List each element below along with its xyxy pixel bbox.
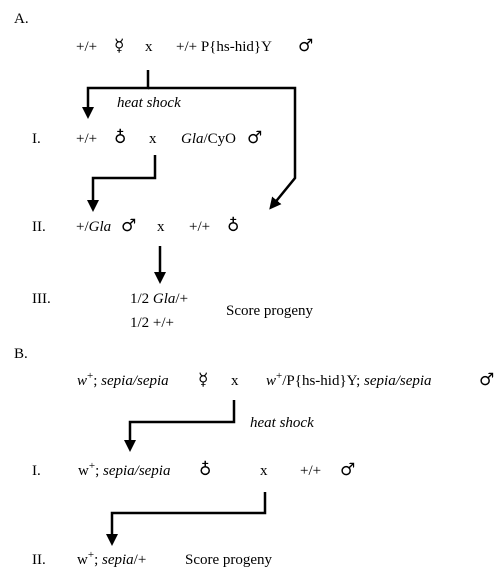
row-b-ii-label: II. — [32, 552, 46, 568]
w-allele: w — [77, 373, 88, 389]
score-progeny-a: Score progeny — [226, 303, 314, 319]
male-symbol-icon: ♂ — [121, 216, 137, 236]
row-a-i-x: x — [149, 131, 157, 147]
row-b-i-x: x — [260, 463, 268, 479]
genotype-prefix: +/ — [76, 219, 89, 235]
arrow-b-to-i — [124, 400, 236, 452]
cross-b-right-genotype: w+/P{hs-hid}Y; sepia/sepia — [266, 370, 432, 390]
genotype-suffix: /+ — [133, 552, 147, 568]
row-a-ii-x: x — [157, 219, 165, 235]
fraction-value: 1/2 — [130, 291, 150, 307]
row-b-i-right-genotype: +/+ — [300, 463, 322, 479]
male-symbol-icon: ♂ — [247, 128, 263, 148]
female-symbol-icon: ☿ — [114, 36, 125, 56]
semicolon: ; — [94, 552, 99, 568]
w-allele: w — [266, 373, 277, 389]
sepia-allele: sepia/sepia — [364, 373, 432, 389]
sepia-allele: sepia — [101, 552, 134, 568]
gla-allele: Gla — [88, 219, 112, 235]
row-a-i-right-genotype: Gla/CyO — [181, 130, 236, 148]
virgin-female-symbol-icon: ♁ — [199, 460, 212, 480]
virgin-female-symbol-icon: ♁ — [227, 216, 240, 236]
w-allele: w — [78, 463, 89, 479]
cross-b-x: x — [231, 373, 239, 389]
panel-b-label: B. — [14, 346, 28, 362]
male-symbol-icon: ♂ — [479, 370, 495, 390]
sepia-allele: sepia/sepia — [101, 373, 169, 389]
arrow-a-to-i — [82, 70, 150, 119]
panel-a-label: A. — [14, 11, 29, 27]
y-chromosome-insert: /P{hs-hid}Y; — [282, 373, 361, 389]
row-b-i-label: I. — [32, 463, 41, 479]
arrow-i-to-ii — [87, 155, 157, 212]
cross-a-x: x — [145, 39, 153, 55]
row-a-iii-label: III. — [32, 291, 51, 307]
w-superscript: + — [87, 370, 94, 382]
row-b-i-left-genotype: w+; sepia/sepia — [78, 460, 171, 480]
cross-a-right-genotype: +/+ P{hs-hid}Y — [176, 39, 272, 55]
male-symbol-icon: ♂ — [340, 460, 356, 480]
cross-a-left-genotype: +/+ — [76, 39, 98, 55]
row-a-ii-right-genotype: +/+ — [189, 219, 211, 235]
progeny-fraction-wildtype: 1/2 +/+ — [130, 315, 175, 331]
heat-shock-label-a: heat shock — [117, 95, 181, 111]
w-allele: w — [77, 552, 88, 568]
cyo-balancer: /CyO — [203, 131, 237, 147]
gla-allele: Gla — [152, 291, 176, 307]
heat-shock-label-b: heat shock — [250, 415, 314, 431]
row-a-ii-label: II. — [32, 219, 46, 235]
w-superscript: + — [87, 549, 95, 561]
sepia-allele: sepia/sepia — [102, 463, 171, 479]
genotype-suffix: /+ — [175, 291, 189, 307]
female-symbol-icon: ☿ — [198, 370, 209, 390]
male-symbol-icon: ♂ — [298, 36, 314, 56]
semicolon: ; — [95, 463, 100, 479]
progeny-fraction-gla: 1/2 Gla/+ — [130, 290, 188, 308]
gla-allele: Gla — [181, 131, 204, 147]
arrow-bi-to-ii — [106, 492, 267, 546]
row-a-i-left-genotype: +/+ — [76, 131, 98, 147]
w-superscript: + — [88, 460, 96, 472]
row-b-ii-genotype: w+; sepia/+ — [77, 549, 147, 569]
score-progeny-b: Score progeny — [185, 552, 273, 568]
row-a-i-label: I. — [32, 131, 41, 147]
w-superscript: + — [276, 370, 283, 382]
arrow-a-to-ii — [148, 86, 297, 210]
row-a-ii-left-genotype: +/Gla — [76, 218, 111, 236]
virgin-female-symbol-icon: ♁ — [114, 128, 127, 148]
cross-b-left-genotype: w+; sepia/sepia — [77, 370, 169, 390]
semicolon: ; — [93, 373, 98, 389]
